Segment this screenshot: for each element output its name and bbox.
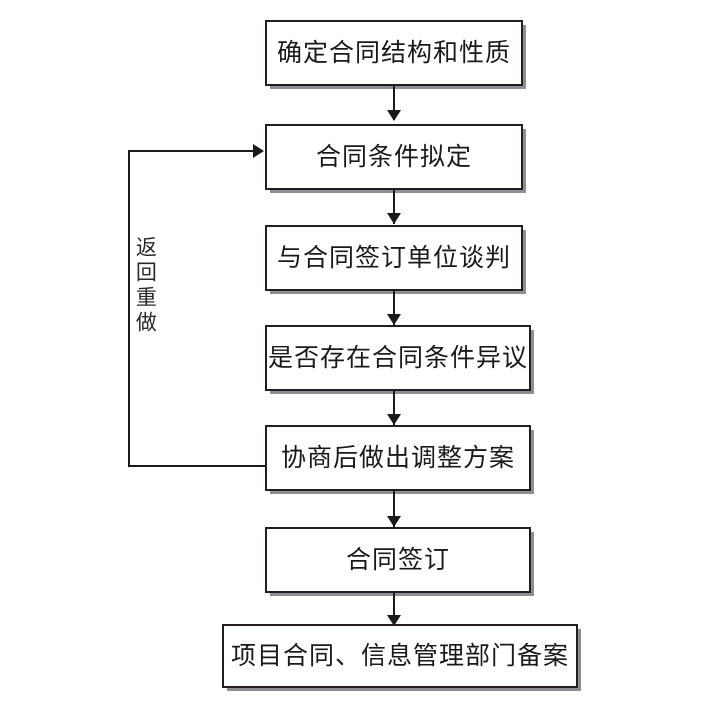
flow-node-1-label: 确定合同结构和性质 bbox=[276, 39, 511, 67]
flow-node-5-label: 协商后做出调整方案 bbox=[280, 444, 515, 472]
flow-node-6[interactable]: 合同签订 bbox=[265, 527, 531, 593]
flow-node-2[interactable]: 合同条件拟定 bbox=[265, 124, 523, 190]
edge-n2-n3-line bbox=[393, 190, 395, 224]
edge-n4-n5-line bbox=[393, 391, 395, 425]
feedback-loop-top-segment bbox=[128, 150, 255, 152]
edge-n6-n7-arrowhead bbox=[387, 615, 401, 626]
edge-n6-n7-line bbox=[393, 593, 395, 626]
edge-n1-n2-arrowhead bbox=[387, 110, 401, 121]
flow-node-3[interactable]: 与合同签订单位谈判 bbox=[265, 225, 523, 291]
flow-node-6-label: 合同签订 bbox=[345, 546, 450, 574]
flow-node-3-label: 与合同签订单位谈判 bbox=[276, 244, 511, 272]
flow-node-7-label: 项目合同、信息管理部门备案 bbox=[230, 642, 569, 670]
feedback-loop-vertical-segment bbox=[128, 150, 130, 467]
edge-n4-n5-arrowhead bbox=[387, 414, 401, 425]
flow-node-5[interactable]: 协商后做出调整方案 bbox=[265, 425, 531, 491]
edge-n3-n4-line bbox=[393, 291, 395, 325]
feedback-loop-label: 返回重做 bbox=[133, 236, 158, 336]
feedback-loop-arrowhead bbox=[253, 144, 264, 158]
edge-n2-n3-arrowhead bbox=[387, 213, 401, 224]
flow-node-4[interactable]: 是否存在合同条件异议 bbox=[265, 325, 531, 391]
edge-n5-n6-line bbox=[393, 491, 395, 527]
edge-n5-n6-arrowhead bbox=[387, 516, 401, 527]
flow-node-4-label: 是否存在合同条件异议 bbox=[267, 344, 528, 372]
edge-n3-n4-arrowhead bbox=[387, 314, 401, 325]
flow-node-7[interactable]: 项目合同、信息管理部门备案 bbox=[222, 624, 578, 688]
flow-node-1[interactable]: 确定合同结构和性质 bbox=[265, 20, 523, 86]
feedback-loop-bottom-segment bbox=[128, 465, 266, 467]
edge-n1-n2-line bbox=[393, 86, 395, 120]
flow-node-2-label: 合同条件拟定 bbox=[315, 143, 472, 171]
